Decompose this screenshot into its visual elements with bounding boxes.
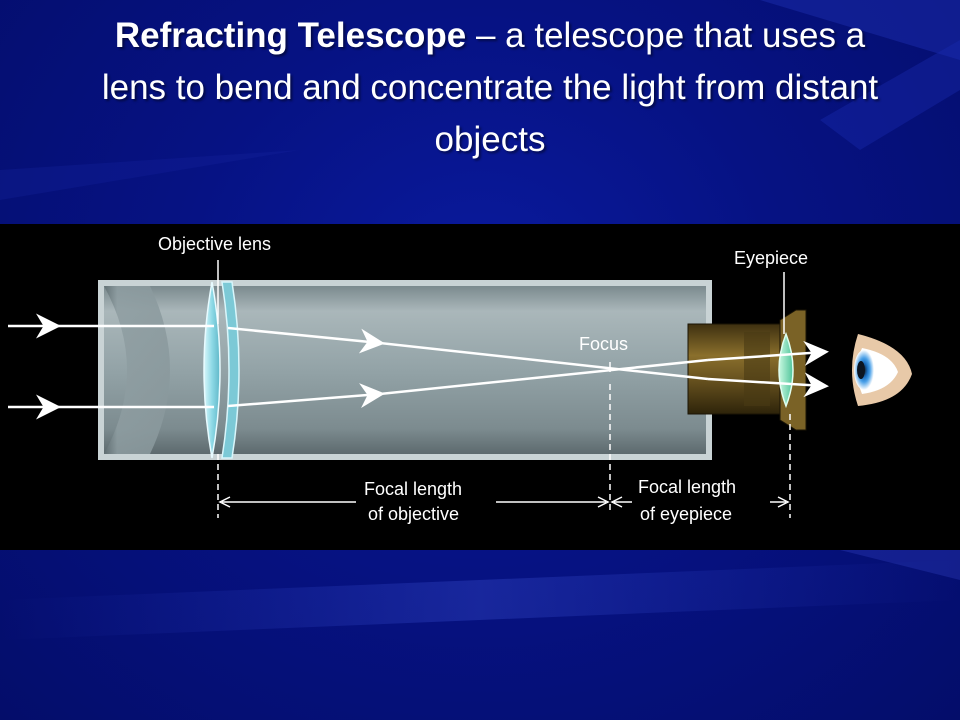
eyepiece-label: Eyepiece bbox=[734, 248, 808, 268]
objective-lens-label: Objective lens bbox=[158, 234, 271, 254]
focal-length-eyepiece-label-line1: Focal length bbox=[638, 477, 736, 497]
focal-length-objective-label-line2: of objective bbox=[368, 504, 459, 524]
light-rays bbox=[8, 313, 829, 420]
focal-length-dimensions bbox=[217, 414, 791, 518]
focal-length-eyepiece-label-line2: of eyepiece bbox=[640, 504, 732, 524]
slide-title: Refracting Telescope – a telescope that … bbox=[90, 10, 890, 166]
focal-length-objective-label-line1: Focal length bbox=[364, 479, 462, 499]
title-term: Refracting Telescope bbox=[114, 16, 467, 55]
refracting-telescope-diagram: Objective lens Eyepiece Focus Focal leng… bbox=[0, 224, 960, 550]
title-definition: – a telescope that uses a lens to bend a… bbox=[101, 16, 879, 159]
eye-icon bbox=[852, 334, 912, 406]
focus-label: Focus bbox=[579, 334, 628, 354]
